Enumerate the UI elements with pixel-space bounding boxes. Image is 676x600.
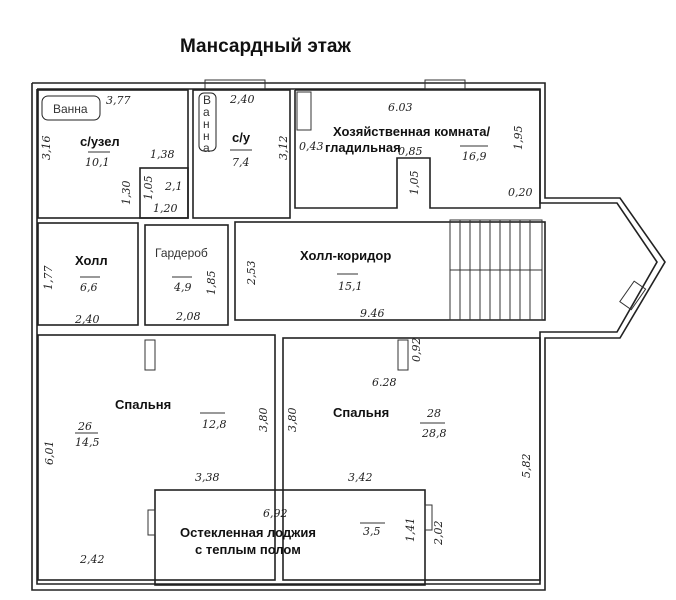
loggia-name-2: с теплым полом <box>195 542 301 557</box>
staircase <box>449 219 543 321</box>
closet-area: 2,1 <box>164 180 183 193</box>
hall-name: Холл <box>75 253 108 268</box>
dim: 6,92 <box>263 507 288 520</box>
dim: 5,82 <box>520 454 533 479</box>
bedroom-right-name: Спальня <box>333 405 389 420</box>
loggia-area: 3,5 <box>363 525 381 538</box>
dim: 9.46 <box>360 307 385 320</box>
dim: 1,41 <box>404 518 417 543</box>
wc-small-area: 7,4 <box>232 156 250 169</box>
dim: 2,08 <box>175 310 201 323</box>
wc-small-name: с/у <box>232 130 251 145</box>
dim: 1,05 <box>408 171 421 196</box>
bedroom-right-area: 28,8 <box>421 427 447 440</box>
utility-name-1: Хозяйственная комната/ <box>333 124 490 139</box>
bath-letter: н <box>203 117 210 131</box>
bedroom-left-area2: 12,8 <box>202 418 227 431</box>
wc-big-name: с/узел <box>80 134 120 149</box>
dim: 3,42 <box>348 471 373 484</box>
bath-letter: а <box>203 141 210 155</box>
dimensions: 3,77 2,40 3,16 1,38 1,30 1,05 1,20 3,12 … <box>40 93 533 566</box>
dim: 0,92 <box>410 338 423 363</box>
bedroom-left-name: Спальня <box>115 397 171 412</box>
dim: 6.03 <box>388 101 413 114</box>
dim: 1,95 <box>512 126 525 151</box>
dim: 1,85 <box>205 271 218 296</box>
bath-label-box <box>41 95 101 121</box>
dim: 2,53 <box>245 261 258 287</box>
dim: 1,77 <box>42 266 55 291</box>
bath-letter: а <box>203 105 210 119</box>
utility-name-2: гладильная <box>325 140 401 155</box>
dim: 0,43 <box>299 140 324 153</box>
dim: 0,85 <box>398 145 423 158</box>
bedroom-left-num: 26 <box>77 420 92 433</box>
dim: 6.28 <box>372 376 397 389</box>
dim: 3,16 <box>40 136 53 161</box>
dim: 0,20 <box>508 186 533 199</box>
loggia-name-1: Остекленная лоджия <box>180 525 316 540</box>
dim: 1,05 <box>142 176 155 201</box>
utility-area: 16,9 <box>462 150 487 163</box>
dim: 2,40 <box>229 93 255 106</box>
bath-vertical-box <box>198 92 217 152</box>
dim: 3,77 <box>106 94 131 107</box>
bedroom-left-area: 14,5 <box>75 436 100 449</box>
wardrobe-name: Гардероб <box>155 246 208 260</box>
bath-letter: В <box>203 93 211 107</box>
dim: 3,38 <box>195 471 220 484</box>
dim: 2,42 <box>79 553 105 566</box>
dim: 3,12 <box>277 136 290 161</box>
dim: 2,40 <box>74 313 100 326</box>
wardrobe-area: 4,9 <box>173 281 192 294</box>
room-walls <box>37 89 546 586</box>
plan-title: Мансардный этаж <box>180 36 351 57</box>
dim: 1,38 <box>150 148 175 161</box>
corridor-name: Холл-коридор <box>300 248 391 263</box>
wc-big-area: 10,1 <box>85 156 110 169</box>
dim: 3,80 <box>257 408 270 433</box>
bath-label: Ванна <box>53 102 88 116</box>
dim: 3,80 <box>286 408 299 433</box>
bath-letter: н <box>203 129 210 143</box>
hall-area: 6,6 <box>80 281 98 294</box>
corridor-area: 15,1 <box>338 280 363 293</box>
dim: 6,01 <box>43 441 56 466</box>
dim: 2,02 <box>432 521 445 547</box>
bedroom-right-num: 28 <box>426 407 441 420</box>
area-lines <box>75 145 488 524</box>
dim: 1,20 <box>153 202 178 215</box>
dim: 1,30 <box>120 181 133 206</box>
